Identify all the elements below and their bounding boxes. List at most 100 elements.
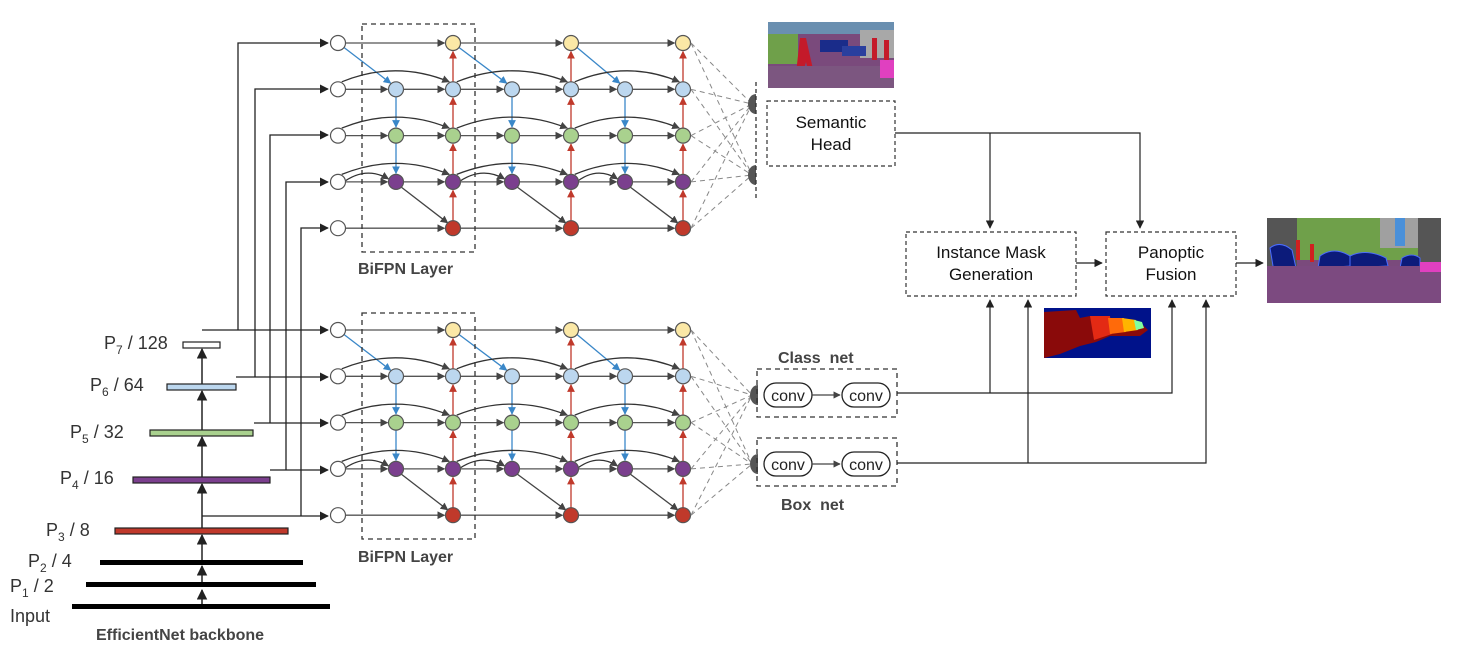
instance-mask-label-line1: Instance Mask (936, 243, 1046, 262)
bifpn-bottom-node-p7-col6 (674, 321, 692, 339)
panoptic-output-image (1267, 218, 1441, 303)
instance-mask-generation-box (905, 231, 1077, 297)
bifpn-top-node-p7-col4 (562, 34, 580, 52)
bifpn-top-fan-0-0 (690, 42, 753, 105)
panoptic-fusion-box (1105, 231, 1237, 297)
bifpn-bottom-edges (341, 326, 687, 520)
bifpn-bottom-s0-td-p4p3 (400, 473, 449, 511)
bifpn-bottom-node-p6-col6 (674, 368, 692, 385)
bifpn-top-node-p4-col4 (562, 173, 580, 190)
bifpn-bottom-s0-skip-2 (341, 403, 450, 417)
bifpn-top-node-p4-col3 (503, 173, 521, 190)
bifpn-top-s2-td-p7p6 (576, 47, 621, 84)
bifpn-bottom-node-p6-col5 (616, 368, 634, 385)
semantic-aggregator-top (748, 94, 756, 114)
backbone-bar-p5 (149, 429, 254, 437)
bifpn-top-node-p6-col3 (503, 81, 521, 98)
bifpn-bottom-s2-skip-3 (574, 449, 680, 463)
box-net-conv1-label: conv (771, 457, 805, 474)
bifpn-top-node-p5-col0 (329, 127, 347, 144)
bifpn-bottom-node-p4-col1 (387, 460, 405, 477)
bifpn-bottom-fan-2-0 (690, 394, 753, 424)
bifpn-top-node-p6-col6 (674, 81, 692, 98)
bifpn-bottom-node-p6-col0 (329, 368, 347, 385)
bifpn-top-s1-skip-1 (456, 70, 568, 83)
backbone-bar-p1 (86, 582, 316, 587)
bifpn-top-s1-skip-3 (456, 162, 568, 176)
bifpn-bottom-node-p4-col5 (616, 460, 634, 477)
box-net-title: Box net (781, 497, 845, 514)
bifpn-bottom-node-p3-col6 (674, 507, 692, 524)
bifpn-bottom-node-p4-col4 (562, 460, 580, 477)
bifpn-top-node-p6-col2 (444, 81, 462, 98)
bifpn-bottom-node-p7-col2 (444, 321, 462, 339)
bifpn-top-s1-td-p4p3 (516, 186, 567, 224)
semantic-head-box (766, 100, 896, 167)
panoptic-fusion-label-line1: Panoptic (1138, 243, 1205, 262)
bifpn-bottom-fanout (690, 329, 753, 516)
bifpn-top-fan-2-1 (690, 135, 753, 176)
class-net-conv2 (841, 382, 891, 408)
bifpn-bottom-fan-0-1 (690, 329, 753, 465)
bifpn-bottom-fan-1-1 (690, 376, 753, 465)
semantic-head-label-line1: Semantic (796, 113, 867, 132)
box-net-box (756, 437, 898, 487)
bifpn-bottom-s0-skip-3 (341, 449, 450, 463)
input-label: Input (10, 606, 50, 626)
backbone-bar-p7 (182, 341, 221, 349)
bifpn-bottom-s1-skip-3 (456, 449, 568, 463)
backbone-bar-p3 (114, 527, 289, 535)
bifpn-top-node-p6-col5 (616, 81, 634, 98)
bifpn-network-semantic (329, 34, 753, 237)
bifpn-top-s2-skip-2 (574, 116, 680, 129)
bifpn-bottom-s2-td-p7p6 (576, 334, 621, 371)
bifpn-top-node-p4-col2 (444, 173, 462, 190)
bifpn-bottom-node-p4-col6 (674, 460, 692, 477)
bifpn-top-s0-td-p7p6 (343, 46, 392, 84)
bifpn-bottom-node-p6-col3 (503, 368, 521, 385)
bifpn-top-node-p4-col6 (674, 173, 692, 190)
bifpn-bottom-node-p4-col3 (503, 460, 521, 477)
bifpn-top-edges (341, 39, 687, 233)
bifpn-layer-label-bottom: BiFPN Layer (358, 549, 453, 566)
bifpn-top-node-p4-col5 (616, 173, 634, 190)
panoptic-fusion-label-line2: Fusion (1145, 265, 1196, 284)
bifpn-top-nodes (329, 34, 692, 237)
bifpn-top-s0-td-p4p3 (400, 186, 449, 224)
bifpn-bottom-s1-skip-1 (456, 357, 568, 370)
bifpn-top-fan-2-0 (690, 103, 753, 137)
bifpn-bottom-node-p7-col0 (329, 321, 347, 339)
bifpn-top-fan-1-0 (690, 88, 753, 105)
bifpn-bottom-s1-td-p4p3 (516, 473, 567, 511)
level-label-p3: P3 / 8 (46, 520, 90, 544)
bifpn-bottom-s2-skip-2 (574, 403, 680, 416)
bifpn-top-node-p4-col0 (329, 173, 347, 190)
bifpn-top-node-p3-col4 (562, 220, 580, 237)
bifpn-bottom-fan-1-0 (690, 375, 753, 396)
bifpn-top-fan-1-1 (690, 89, 753, 176)
bifpn-top-node-p6-col0 (329, 81, 347, 98)
bifpn-top-s0-skip-2 (341, 116, 450, 130)
bifpn-bottom-fan-3-1 (690, 463, 753, 470)
box-net-conv2-label: conv (849, 457, 883, 474)
level-label-p7: P7 / 128 (104, 333, 168, 357)
level-label-p2: P2 / 4 (28, 551, 72, 575)
bifpn-bottom-s0-skip-1 (341, 357, 450, 370)
instance-mask-label-line2: Generation (949, 265, 1033, 284)
backbone-bar-p4 (132, 476, 271, 484)
instance-mask-image (1044, 308, 1151, 358)
bifpn-top-s2-td-p4p3 (629, 186, 679, 224)
bifpn-bottom-fan-4-0 (690, 394, 753, 516)
bifpn-bottom-node-p4-col2 (444, 460, 462, 477)
bifpn-top-node-p5-col5 (616, 127, 634, 144)
bifpn-top-s0-skip-1 (341, 70, 450, 83)
bifpn-top-node-p5-col2 (444, 127, 462, 144)
bifpn-layer-box-bottom (361, 312, 476, 540)
bifpn-bottom-fan-4-1 (690, 463, 753, 516)
level-label-p5: P5 / 32 (70, 422, 124, 446)
bifpn-top-fan-3-0 (690, 103, 753, 183)
bifpn-bottom-node-p5-col1 (387, 414, 405, 431)
bifpn-bottom-node-p5-col6 (674, 414, 692, 431)
level-label-p4: P4 / 16 (60, 468, 114, 492)
bifpn-top-node-p7-col0 (329, 34, 347, 52)
